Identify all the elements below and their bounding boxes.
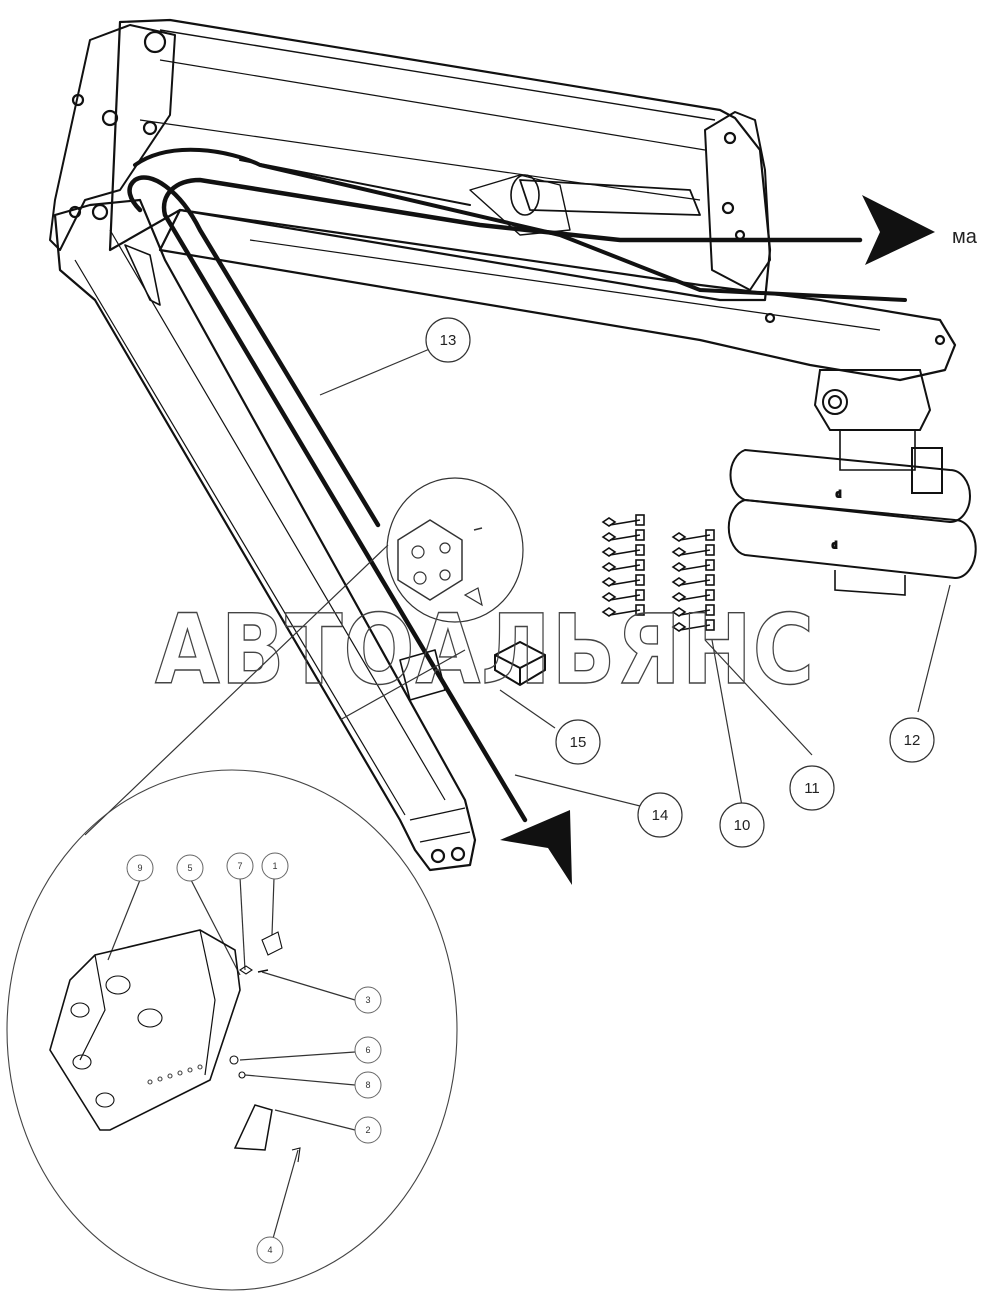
callout-14-label: 14 bbox=[652, 807, 669, 824]
callout-5-label: 5 bbox=[187, 863, 192, 873]
callout-3-label: 3 bbox=[365, 995, 370, 1005]
upper-boom bbox=[49, 18, 957, 382]
callout-1-label: 1 bbox=[272, 861, 277, 871]
bolt-set-11 bbox=[671, 529, 715, 632]
lower-boom bbox=[53, 198, 477, 872]
svg-text:d: d bbox=[836, 489, 841, 499]
callout-10: 10 bbox=[719, 802, 765, 848]
callout-2: 2 bbox=[354, 1116, 382, 1144]
callouts-detail: 9 5 7 1 3 6 8 2 bbox=[126, 852, 382, 1264]
callout-7-label: 7 bbox=[237, 861, 242, 871]
detail-circle-large bbox=[6, 769, 458, 1291]
callout-13-label: 13 bbox=[440, 332, 457, 349]
callout-13: 13 bbox=[425, 317, 471, 363]
callout-6: 6 bbox=[354, 1036, 382, 1064]
callout-8-label: 8 bbox=[365, 1080, 370, 1090]
callout-1: 1 bbox=[261, 852, 289, 880]
callout-11-label: 11 bbox=[804, 780, 820, 797]
arrow-right bbox=[862, 195, 935, 265]
callout-12: 12 bbox=[889, 717, 935, 763]
flow-arrows bbox=[500, 195, 935, 885]
detail-circle-small bbox=[386, 477, 524, 623]
watermark-text: АВТОАЛЬЯНС bbox=[155, 594, 815, 706]
leader-lines bbox=[84, 347, 951, 1243]
callouts-main: 13 15 14 10 11 12 bbox=[425, 317, 935, 848]
callout-6-label: 6 bbox=[365, 1045, 370, 1055]
callout-9-label: 9 bbox=[137, 863, 142, 873]
callout-4-label: 4 bbox=[267, 1245, 272, 1255]
callout-4: 4 bbox=[256, 1236, 284, 1264]
callout-2-label: 2 bbox=[365, 1125, 370, 1135]
callout-11: 11 bbox=[789, 765, 835, 811]
block-part-15 bbox=[494, 640, 546, 687]
callout-7: 7 bbox=[226, 852, 254, 880]
callout-8: 8 bbox=[354, 1071, 382, 1099]
callout-15: 15 bbox=[555, 719, 601, 765]
callout-14: 14 bbox=[637, 792, 683, 838]
callout-12-label: 12 bbox=[904, 732, 921, 749]
callout-10-label: 10 bbox=[734, 817, 751, 834]
callout-5: 5 bbox=[176, 854, 204, 882]
edge-label: ма bbox=[952, 226, 978, 248]
bolt-set-10 bbox=[601, 514, 645, 617]
svg-text:d: d bbox=[832, 540, 837, 550]
callout-15-label: 15 bbox=[570, 734, 587, 751]
arrow-down bbox=[500, 810, 572, 885]
rotator-head: d d bbox=[727, 369, 977, 596]
hydraulic-hoses bbox=[127, 147, 907, 823]
callout-3: 3 bbox=[354, 986, 382, 1014]
callout-9: 9 bbox=[126, 854, 154, 882]
